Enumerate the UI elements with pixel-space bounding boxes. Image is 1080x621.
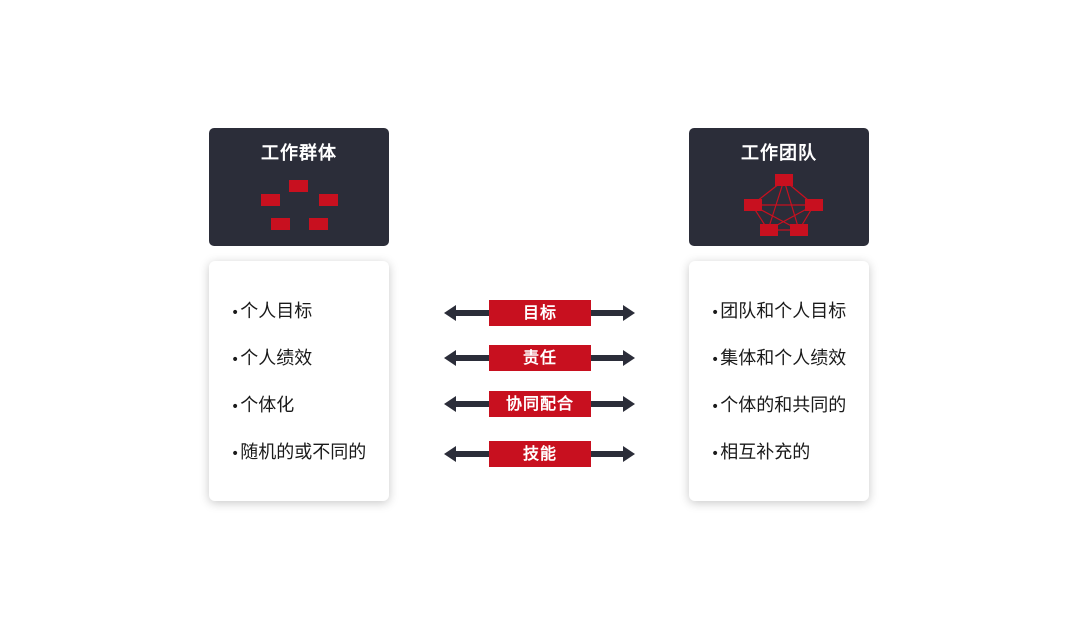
list-item: •个人绩效 <box>231 346 366 393</box>
node-rect <box>271 218 290 230</box>
node-rect <box>261 194 280 206</box>
bullet-icon: • <box>231 305 240 321</box>
node-rect <box>775 174 793 186</box>
bullet-icon: • <box>711 305 720 321</box>
list-item-text: 个人目标 <box>240 301 313 322</box>
connector-responsibility: 责任 <box>444 345 635 371</box>
list-item: •个体的和共同的 <box>711 393 846 440</box>
list-item-text: 个体化 <box>240 395 295 416</box>
connector-skills: 技能 <box>444 441 635 467</box>
connector-label: 技能 <box>489 441 591 467</box>
list-item-text: 相互补充的 <box>720 442 811 463</box>
bullet-icon: • <box>711 446 720 462</box>
node-rect <box>289 180 308 192</box>
list-item: •相互补充的 <box>711 440 846 487</box>
connector-label: 目标 <box>489 300 591 326</box>
list-item-text: 个体的和共同的 <box>720 395 847 416</box>
group-traits-list: •个人目标 •个人绩效 •个体化 •随机的或不同的 <box>231 299 366 487</box>
list-item-text: 随机的或不同的 <box>240 442 367 463</box>
node-rect <box>760 224 778 236</box>
node-rect <box>744 199 762 211</box>
list-item-text: 团队和个人目标 <box>720 301 847 322</box>
bullet-icon: • <box>711 352 720 368</box>
bullet-icon: • <box>231 399 240 415</box>
group-traits-card: •个人目标 •个人绩效 •个体化 •随机的或不同的 <box>209 261 389 501</box>
node-rect <box>790 224 808 236</box>
bullet-icon: • <box>231 446 240 462</box>
connector-goal: 目标 <box>444 300 635 326</box>
node-rect <box>805 199 823 211</box>
connector-label: 协同配合 <box>489 391 591 417</box>
scattered-nodes-icon <box>261 180 338 230</box>
list-item: •团队和个人目标 <box>711 299 846 346</box>
list-item-text: 个人绩效 <box>240 348 313 369</box>
node-rect <box>309 218 328 230</box>
team-header-card: 工作团队 <box>689 128 869 246</box>
list-item-text: 集体和个人绩效 <box>720 348 847 369</box>
group-header-card: 工作群体 <box>209 128 389 246</box>
list-item: •个人目标 <box>231 299 366 346</box>
group-title: 工作群体 <box>261 143 337 164</box>
connector-label: 责任 <box>489 345 591 371</box>
connector-collaboration: 协同配合 <box>444 391 635 417</box>
connected-network-icon <box>744 174 823 236</box>
bullet-icon: • <box>711 399 720 415</box>
team-traits-card: •团队和个人目标 •集体和个人绩效 •个体的和共同的 •相互补充的 <box>689 261 869 501</box>
node-rect <box>319 194 338 206</box>
list-item: •随机的或不同的 <box>231 440 366 487</box>
team-traits-list: •团队和个人目标 •集体和个人绩效 •个体的和共同的 •相互补充的 <box>711 299 846 487</box>
team-title: 工作团队 <box>741 143 817 164</box>
list-item: •集体和个人绩效 <box>711 346 846 393</box>
list-item: •个体化 <box>231 393 366 440</box>
bullet-icon: • <box>231 352 240 368</box>
